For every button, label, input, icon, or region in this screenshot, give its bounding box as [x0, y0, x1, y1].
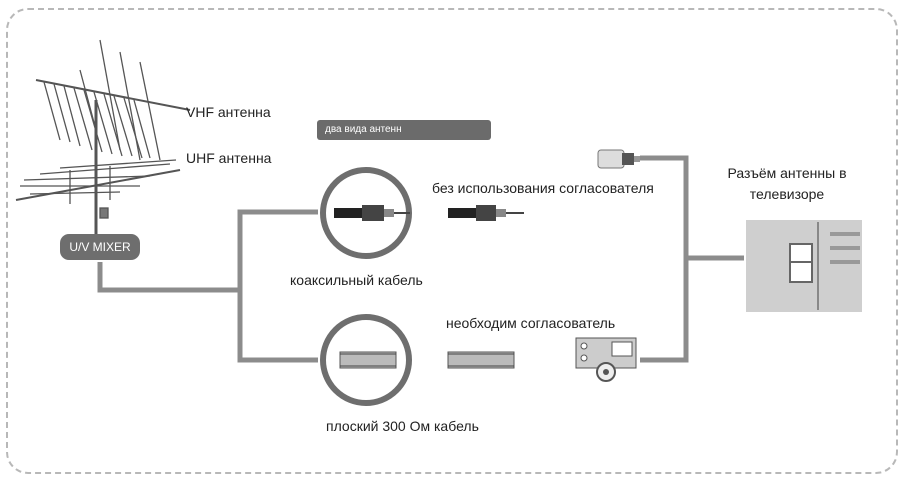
antenna-types-banner: два вида антенн [317, 120, 491, 140]
coax-connector-icon [320, 167, 412, 259]
cable-wiring [97, 155, 744, 363]
without-balun-label: без использования согласователя [432, 180, 654, 196]
flat-cable-icon [320, 314, 412, 406]
uv-mixer-box: U/V MIXER [60, 234, 140, 260]
balun-transformer-icon [575, 337, 637, 382]
tv-connector-label: Разъём антенны в телевизоре [727, 165, 847, 202]
vhf-antenna-label: VHF антенна [186, 104, 271, 120]
diagram-frame [6, 8, 898, 474]
with-balun-label: необходим согласователь [446, 315, 616, 331]
flat-cable-segment-icon [447, 351, 515, 369]
flat-cable-label: плоский 300 Ом кабель [326, 418, 479, 434]
f-connector-plug-icon [597, 149, 640, 169]
antenna-icon [15, 39, 191, 236]
uhf-antenna-label: UHF антенна [186, 150, 272, 166]
tv-antenna-socket-icon [746, 220, 862, 312]
coax-cable-icon [448, 205, 524, 221]
coax-cable-label: коаксильный кабель [290, 272, 423, 288]
